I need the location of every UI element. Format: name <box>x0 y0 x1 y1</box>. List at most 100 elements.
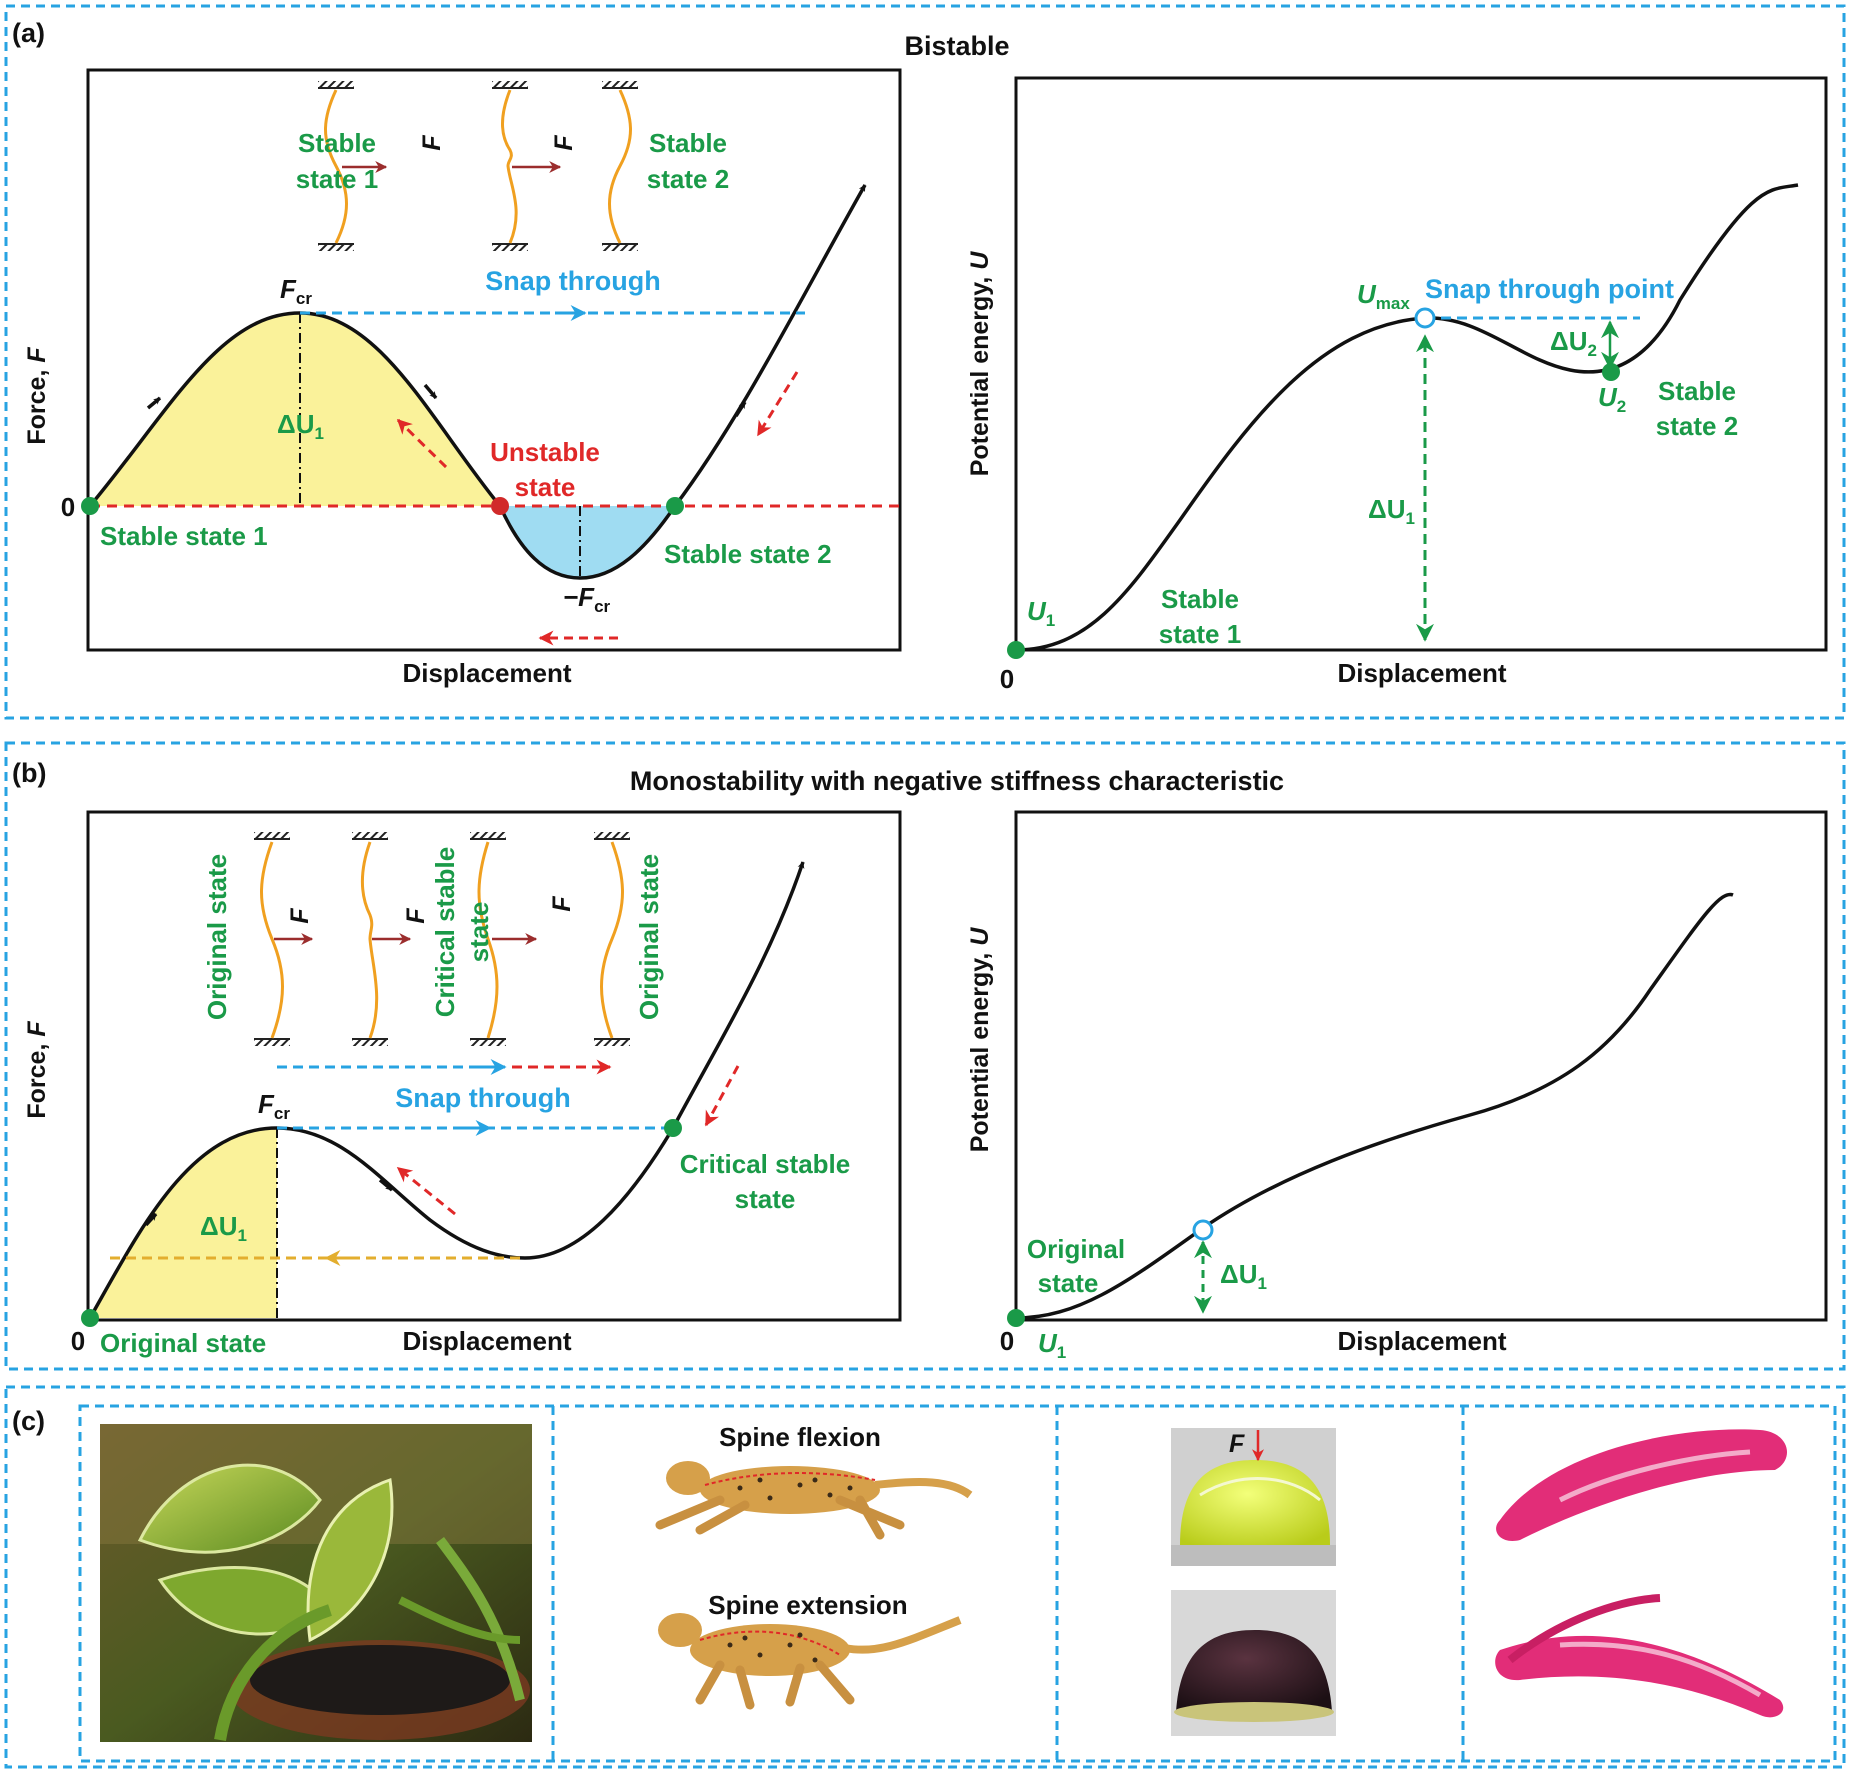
b-energy-curve <box>1015 892 1734 1320</box>
a-force-zero: 0 <box>61 492 75 522</box>
a-beam-stable1 <box>324 89 348 244</box>
panel-a-border <box>4 4 1846 720</box>
a-dir-arrow-3 <box>734 401 747 417</box>
b-beam-critical <box>477 841 499 1039</box>
b-force-frame <box>86 810 902 1322</box>
cheetah-extension <box>658 1613 962 1710</box>
a-energy-area-yellow <box>90 313 500 506</box>
cheetah-flexion <box>655 1461 973 1540</box>
b-inset-original-1: Original state <box>202 854 232 1020</box>
b-critical-point <box>664 1119 682 1137</box>
a-u2-point <box>1602 363 1620 381</box>
a-return-arrow-2 <box>756 371 799 437</box>
a-force-frame <box>86 68 902 652</box>
a-beam-stable2 <box>608 89 632 244</box>
panel-a-title: Bistable <box>904 31 1009 61</box>
spine-flexion-label: Spine flexion <box>719 1422 881 1452</box>
a-force-curve <box>88 184 867 580</box>
a-delta-u1-label-energy: ΔU1 <box>1368 494 1415 528</box>
a-unstable-point <box>491 497 509 515</box>
a-stable1-point <box>81 497 99 515</box>
panel-b: (b) Monostability with negative stiffnes… <box>4 741 1846 1371</box>
a-u1-label: U1 <box>1027 596 1055 630</box>
a-stable1-label: Stable state 1 <box>100 521 268 551</box>
b-energy-frame <box>1014 810 1828 1322</box>
a-beam-middle <box>501 89 518 244</box>
b-fcr-label: Fcr <box>258 1089 290 1123</box>
b-return-arrow-red-2 <box>704 1065 740 1127</box>
b-beam-original-2 <box>600 841 624 1039</box>
a-return-arrow-1 <box>396 418 448 469</box>
b-inset-force-2: F <box>402 908 430 924</box>
a-umax-label: Umax <box>1357 279 1410 313</box>
b-delta-u1-label-energy: ΔU1 <box>1220 1259 1267 1293</box>
a-energy-frame <box>1014 76 1828 652</box>
a-energy-xlabel: Displacement <box>1337 658 1506 688</box>
b-return-arrow-red-1 <box>396 1166 456 1216</box>
panel-a-label: (a) <box>12 18 45 48</box>
a-u1-point <box>1007 641 1025 659</box>
a-energy-zero: 0 <box>1000 664 1014 694</box>
a-snap-label: Snap through <box>485 266 660 296</box>
b-u1-label: U1 <box>1038 1328 1066 1362</box>
a-stable2-point <box>666 497 684 515</box>
panel-c-label: (c) <box>12 1406 45 1436</box>
b-force-chart: Force, F Displacement 0 Fcr ΔU1 Original… <box>23 810 902 1358</box>
b-inset-force-3: F <box>548 896 576 912</box>
b-beam-original <box>260 841 284 1039</box>
panel-b-title: Monostability with negative stiffness ch… <box>630 766 1284 796</box>
b-force-xlabel: Displacement <box>402 1326 571 1356</box>
a-delta-u2-label: ΔU2 <box>1550 326 1597 360</box>
b-snap-point-marker <box>1192 1219 1214 1241</box>
b-inset-force-1: F <box>286 908 314 924</box>
b-energy-zero: 0 <box>1000 1326 1014 1356</box>
b-energy-xlabel: Displacement <box>1337 1326 1506 1356</box>
b-original-point <box>81 1309 99 1327</box>
a-fcr-label: Fcr <box>280 274 312 308</box>
ball-force-label: F <box>1229 1430 1245 1458</box>
ball-photos: F <box>1171 1428 1336 1736</box>
a-energy-curve <box>1015 183 1799 652</box>
b-delta-u1-label: ΔU1 <box>200 1211 247 1245</box>
hair-clip-photo <box>1495 1429 1787 1718</box>
panel-b-border <box>4 741 1846 1371</box>
a-delta-u1-label: ΔU1 <box>277 409 324 443</box>
b-force-curve <box>88 861 805 1319</box>
b-beam-middle <box>361 841 379 1039</box>
a-u2-label: U2 <box>1598 382 1626 416</box>
b-force-ylabel: Force, F <box>23 1021 51 1119</box>
panel-c-inner-border <box>78 1404 1837 1763</box>
panel-b-label: (b) <box>12 758 46 788</box>
a-energy-chart: Potential energy, U Displacement 0 U1 Um… <box>966 76 1828 694</box>
a-force-xlabel: Displacement <box>402 658 571 688</box>
venus-flytrap-photo <box>100 1424 532 1742</box>
panel-a: (a) Bistable Force, F Displacement 0 <box>4 4 1846 720</box>
b-dir-arrow-1 <box>144 1212 158 1227</box>
a-inset-force-1: F <box>418 135 446 151</box>
a-dir-arrow-1 <box>146 396 162 410</box>
a-dir-arrow-2 <box>423 383 438 400</box>
a-negfcr-label: −Fcr <box>563 582 611 616</box>
b-snap-label: Snap through <box>395 1083 570 1113</box>
spine-extension-label: Spine extension <box>708 1590 907 1620</box>
a-inset-force-2: F <box>550 135 578 151</box>
b-energy-ylabel: Potential energy, U <box>966 927 994 1153</box>
b-energy-area-yellow <box>90 1128 277 1318</box>
a-force-ylabel: Force, F <box>23 347 51 445</box>
a-energy-area-blue <box>500 506 675 578</box>
cheetah-illustrations: Spine flexion Spine extension <box>655 1422 973 1710</box>
b-inset-original-2: Original state <box>634 854 664 1020</box>
a-stable2-label: Stable state 2 <box>664 539 832 569</box>
b-dir-arrow-2 <box>378 1178 394 1192</box>
a-snap-point-label: Snap through point <box>1425 274 1674 304</box>
b-force-zero: 0 <box>71 1326 85 1356</box>
